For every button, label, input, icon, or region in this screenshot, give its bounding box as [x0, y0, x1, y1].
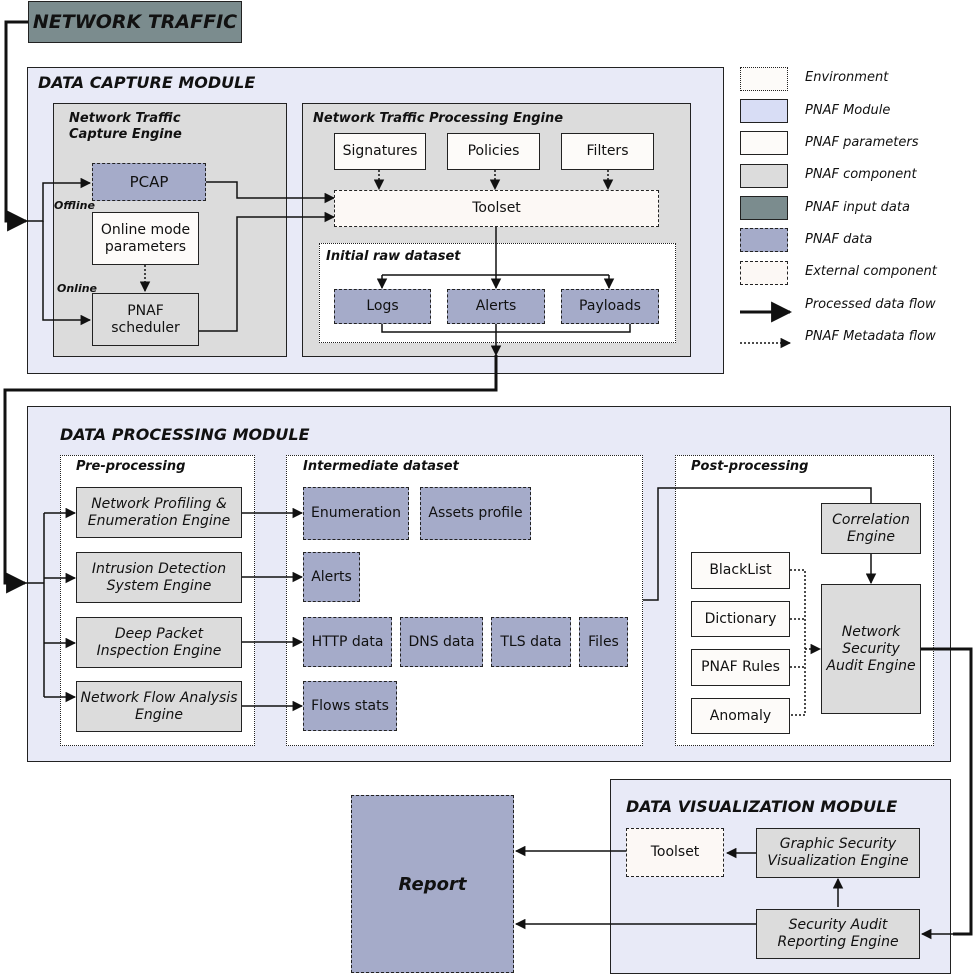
online-label: Online [57, 282, 98, 295]
legend-swatch-component [740, 164, 788, 188]
online-mode-parameters: Online mode parameters [92, 212, 199, 265]
visualization-toolset: Toolset [626, 828, 724, 877]
http-data: HTTP data [303, 617, 392, 667]
anomaly-params: Anomaly [691, 698, 790, 734]
legend-swatch-data [740, 228, 788, 252]
dictionary-params: Dictionary [691, 601, 790, 637]
raw-dataset-title: Initial raw dataset [326, 249, 461, 264]
flows-stats-data: Flows stats [303, 681, 397, 731]
network-profiling-engine: Network Profiling & Enumeration Engine [76, 487, 242, 538]
processing-module-title: DATA PROCESSING MODULE [60, 425, 310, 444]
postprocessing-title: Post-processing [691, 459, 809, 474]
offline-label: Offline [54, 199, 95, 212]
policies-params: Policies [447, 133, 540, 170]
legend-label-component: PNAF component [805, 167, 917, 182]
legend-swatch-module [740, 99, 788, 123]
report-output: Report [351, 795, 514, 973]
pnaf-scheduler: PNAF scheduler [92, 293, 199, 346]
legend-swatch-environment [740, 67, 788, 91]
dns-data: DNS data [400, 617, 483, 667]
ids-engine: Intrusion Detection System Engine [76, 552, 242, 603]
ids-alerts-data: Alerts [303, 552, 360, 602]
pnaf-rules-params: PNAF Rules [691, 649, 790, 686]
assets-profile-data: Assets profile [420, 487, 531, 540]
blacklist-params: BlackList [691, 552, 790, 589]
files-data: Files [579, 617, 628, 667]
capture-engine-title: Network Traffic Capture Engine [69, 111, 182, 142]
processing-engine-title: Network Traffic Processing Engine [313, 111, 564, 126]
legend-label-metadata-flow: PNAF Metadata flow [805, 329, 936, 344]
legend-swatch-input [740, 196, 788, 220]
graphic-visualization-engine: Graphic Security Visualization Engine [756, 828, 920, 878]
legend-label-parameters: PNAF parameters [805, 135, 919, 150]
dpi-engine: Deep Packet Inspection Engine [76, 617, 242, 668]
reporting-engine: Security Audit Reporting Engine [756, 909, 920, 959]
legend-swatch-parameters [740, 131, 788, 155]
payloads-data: Payloads [561, 289, 659, 324]
flow-analysis-engine: Network Flow Analysis Engine [76, 681, 242, 732]
correlation-engine: Correlation Engine [821, 503, 921, 554]
legend-label-environment: Environment [805, 70, 889, 85]
filters-params: Filters [561, 133, 654, 170]
legend-label-data: PNAF data [805, 232, 873, 247]
intermediate-title: Intermediate dataset [303, 459, 459, 474]
preprocessing-title: Pre-processing [76, 459, 186, 474]
logs-data: Logs [334, 289, 431, 324]
signatures-params: Signatures [334, 133, 426, 170]
alerts-data: Alerts [447, 289, 545, 324]
legend-label-module: PNAF Module [805, 103, 891, 118]
pcap-data: PCAP [92, 163, 206, 201]
network-traffic-input: NETWORK TRAFFIC [28, 1, 242, 43]
visualization-module-title: DATA VISUALIZATION MODULE [626, 797, 898, 816]
legend-swatch-external [740, 261, 788, 285]
capture-module-title: DATA CAPTURE MODULE [38, 73, 256, 92]
legend-label-processed-flow: Processed data flow [805, 297, 936, 312]
legend-label-input: PNAF input data [805, 200, 910, 215]
legend-label-external: External component [805, 264, 937, 279]
enumeration-data: Enumeration [303, 487, 409, 540]
toolset-external: Toolset [334, 190, 659, 227]
tls-data: TLS data [491, 617, 571, 667]
security-audit-engine: Network Security Audit Engine [821, 584, 921, 714]
